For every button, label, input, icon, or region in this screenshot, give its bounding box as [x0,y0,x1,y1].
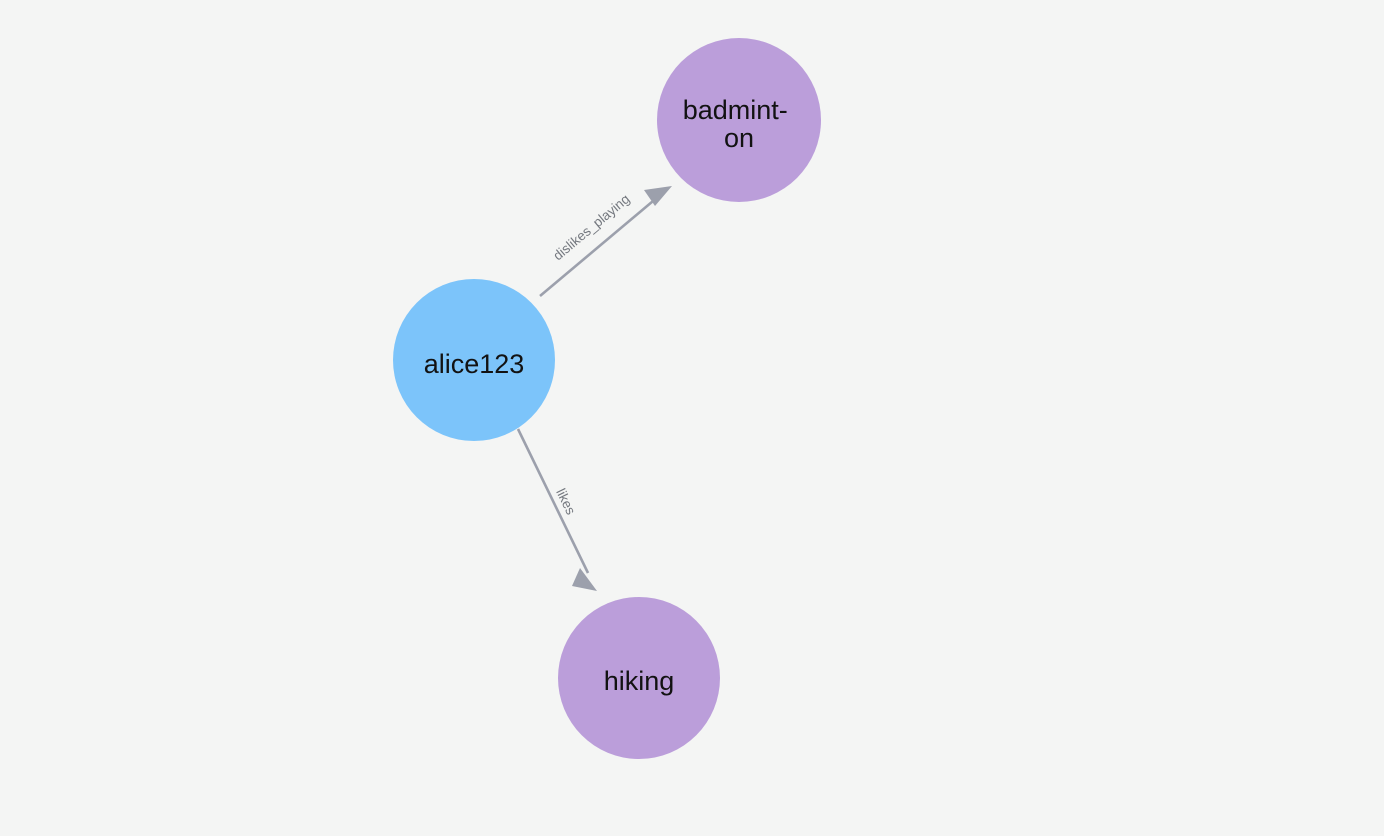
edge-arrowhead-dislikes-playing [644,186,672,206]
node-alice123[interactable]: alice123 [393,279,555,441]
edge-line-dislikes-playing[interactable] [539,195,660,297]
edge-alice123-hiking[interactable]: likes [516,428,597,591]
edge-alice123-badminton[interactable]: dislikes_playing [539,186,672,297]
node-circle-badminton[interactable] [657,38,821,202]
node-badminton[interactable]: badmint- on [657,38,821,202]
node-layer: badmint- on alice123 hiking [393,38,821,759]
edge-arrowhead-likes [572,568,597,591]
node-circle-alice123[interactable] [393,279,555,441]
edge-label-likes: likes [553,486,578,517]
node-circle-hiking[interactable] [558,597,720,759]
edge-line-likes[interactable] [516,428,590,574]
node-hiking[interactable]: hiking [558,597,720,759]
